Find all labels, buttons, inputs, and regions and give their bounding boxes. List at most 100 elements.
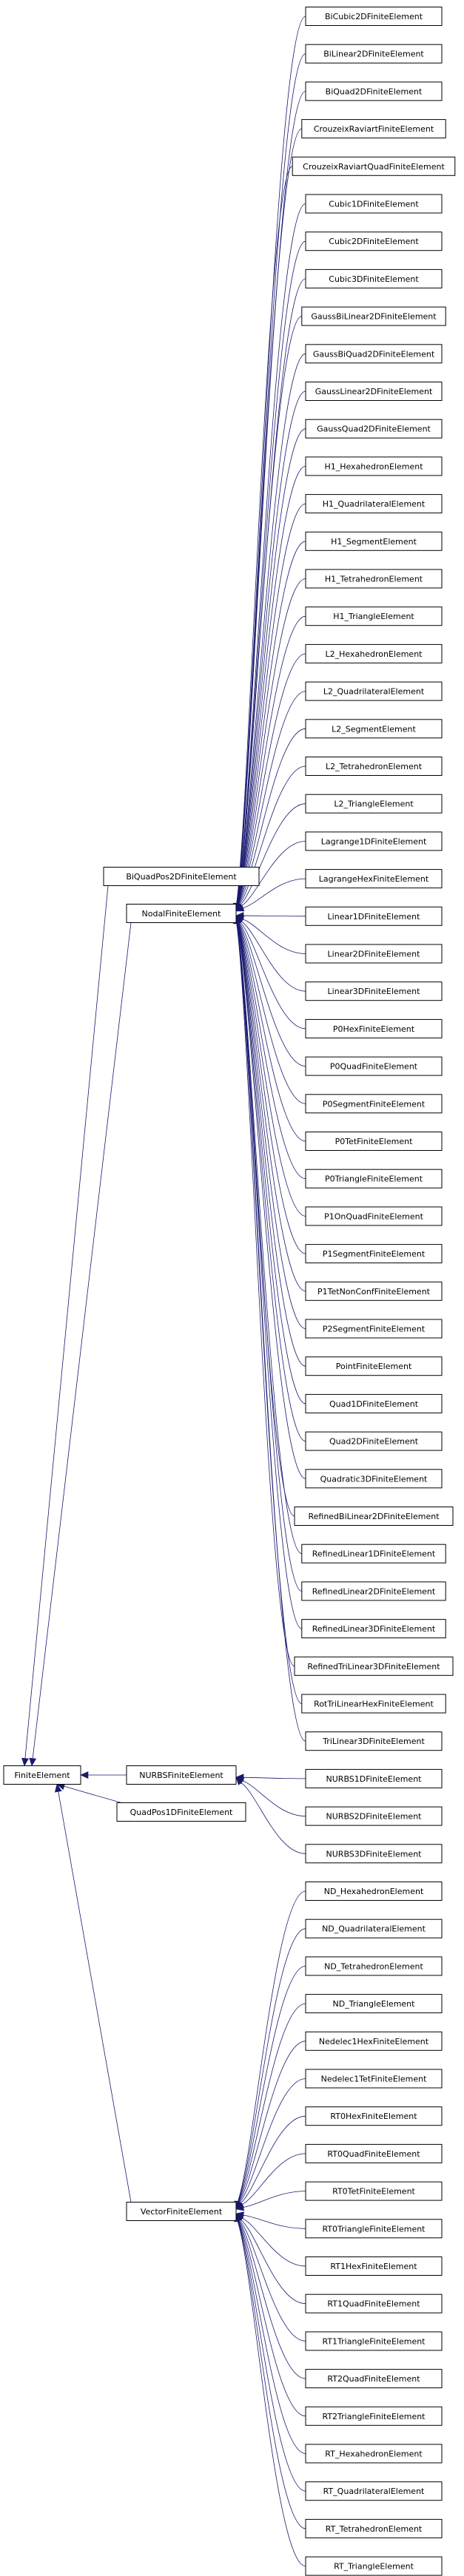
class-node-nd-quadrilateralelement[interactable]: ND_QuadrilateralElement [305,1919,443,1938]
class-node-nurbs1dfiniteelement[interactable]: NURBS1DFiniteElement [305,1768,443,1788]
class-node-label: P0TetFiniteElement [335,1137,413,1146]
class-node-crouzeixraviartfiniteelement[interactable]: CrouzeixRaviartFiniteElement [301,119,446,139]
class-node-cubic3dfiniteelement[interactable]: Cubic3DFiniteElement [305,268,443,288]
class-node-nurbs2dfiniteelement[interactable]: NURBS2DFiniteElement [305,1806,443,1826]
class-node-nd-tetrahedronelement[interactable]: ND_TetrahedronElement [305,1956,443,1976]
class-node-p1tetnonconffiniteelement[interactable]: P1TetNonConfFiniteElement [305,1281,443,1301]
class-node-p0quadfiniteelement[interactable]: P0QuadFiniteElement [305,1056,443,1076]
class-node-box [305,1882,443,1901]
class-node-p0segmentfiniteelement[interactable]: P0SegmentFiniteElement [305,1094,443,1114]
class-node-rt0tetfiniteelement[interactable]: RT0TetFiniteElement [305,2181,443,2201]
class-node-rt-triangleelement[interactable]: RT_TriangleElement [305,2556,443,2576]
class-node-cubic1dfiniteelement[interactable]: Cubic1DFiniteElement [305,194,443,214]
class-node-h1-tetrahedronelement[interactable]: H1_TetrahedronElement [305,569,443,589]
inheritance-edge [236,922,302,1704]
class-node-nd-hexahedronelement[interactable]: ND_HexahedronElement [305,1882,443,1901]
inheritance-edge [242,919,306,954]
class-node-label: P0QuadFiniteElement [330,1062,418,1072]
class-node-l2-hexahedronelement[interactable]: L2_HexahedronElement [305,643,443,663]
class-node-h1-triangleelement[interactable]: H1_TriangleElement [305,606,443,626]
class-node-gaussquad2dfiniteelement[interactable]: GaussQuad2DFiniteElement [305,419,443,439]
class-node-linear3dfiniteelement[interactable]: Linear3DFiniteElement [305,981,443,1001]
inheritance-edge [58,1791,132,2203]
class-node-rt0hexfiniteelement[interactable]: RT0HexFiniteElement [305,2106,443,2126]
class-node-linear2dfiniteelement[interactable]: Linear2DFiniteElement [305,944,443,964]
class-node-refinedbilinear2dfiniteelement[interactable]: RefinedBiLinear2DFiniteElement [294,1507,454,1526]
class-node-bicubic2dfiniteelement[interactable]: BiCubic2DFiniteElement [305,7,443,26]
class-node-linear1dfiniteelement[interactable]: Linear1DFiniteElement [305,906,443,926]
class-node-nurbsfiniteelement[interactable]: NURBSFiniteElement [126,1765,237,1785]
class-node-box [305,382,443,401]
class-node-box [305,1281,443,1301]
class-node-finiteelement[interactable]: FiniteElement [3,1765,81,1785]
class-node-biquad2dfiniteelement[interactable]: BiQuad2DFiniteElement [305,81,443,101]
class-node-rt-quadrilateralelement[interactable]: RT_QuadrilateralElement [305,2481,443,2501]
class-node-rt1hexfiniteelement[interactable]: RT1HexFiniteElement [305,2256,443,2276]
class-node-quad2dfiniteelement[interactable]: Quad2DFiniteElement [305,1431,443,1451]
class-node-refinedlinear3dfiniteelement[interactable]: RefinedLinear3DFiniteElement [301,1619,446,1639]
class-node-label: H1_SegmentElement [331,537,417,547]
class-node-h1-quadrilateralelement[interactable]: H1_QuadrilateralElement [305,494,443,514]
class-node-rt0trianglefiniteelement[interactable]: RT0TriangleFiniteElement [305,2219,443,2239]
class-node-bilinear2dfiniteelement[interactable]: BiLinear2DFiniteElement [305,44,443,64]
class-node-crouzeixraviartquadfiniteelement[interactable]: CrouzeixRaviartQuadFiniteElement [292,156,456,176]
class-node-refinedlinear2dfiniteelement[interactable]: RefinedLinear2DFiniteElement [301,1581,446,1601]
class-node-label: H1_QuadrilateralElement [323,499,426,509]
class-node-refinedtrilinear3dfiniteelement[interactable]: RefinedTriLinear3DFiniteElement [294,1656,454,1676]
class-node-rt-tetrahedronelement[interactable]: RT_TetrahedronElement [305,2518,443,2538]
class-node-p1onquadfiniteelement[interactable]: P1OnQuadFiniteElement [305,1206,443,1226]
class-node-rt2quadfiniteelement[interactable]: RT2QuadFiniteElement [305,2369,443,2389]
class-node-label: Cubic3DFiniteElement [329,274,419,284]
class-node-p0tetfiniteelement[interactable]: P0TetFiniteElement [305,1132,443,1151]
class-node-nurbs3dfiniteelement[interactable]: NURBS3DFiniteElement [305,1844,443,1864]
class-node-gausslinear2dfiniteelement[interactable]: GaussLinear2DFiniteElement [305,382,443,401]
class-node-quad1dfiniteelement[interactable]: Quad1DFiniteElement [305,1393,443,1413]
class-node-p1segmentfiniteelement[interactable]: P1SegmentFiniteElement [305,1244,443,1264]
class-node-label: NURBS3DFiniteElement [326,1849,423,1859]
class-node-box [305,268,443,288]
inheritance-edge [236,91,306,905]
class-node-nedelec1tetfiniteelement[interactable]: Nedelec1TetFiniteElement [305,2069,443,2089]
class-node-lagrangehexfiniteelement[interactable]: LagrangeHexFiniteElement [305,869,443,889]
class-node-nedelec1hexfiniteelement[interactable]: Nedelec1HexFiniteElement [305,2031,443,2051]
class-node-refinedlinear1dfiniteelement[interactable]: RefinedLinear1DFiniteElement [301,1544,446,1563]
class-node-label: H1_TriangleElement [333,612,414,621]
inheritance-edge [237,503,306,905]
class-node-l2-tetrahedronelement[interactable]: L2_TetrahedronElement [305,757,443,776]
class-node-p0trianglefiniteelement[interactable]: P0TriangleFiniteElement [305,1169,443,1189]
class-node-rt2trianglefiniteelement[interactable]: RT2TriangleFiniteElement [305,2406,443,2426]
class-node-trilinear3dfiniteelement[interactable]: TriLinear3DFiniteElement [305,1731,443,1751]
class-node-rt-hexahedronelement[interactable]: RT_HexahedronElement [305,2444,443,2464]
class-node-label: Linear2DFiniteElement [328,950,421,959]
class-node-gaussbiquad2dfiniteelement[interactable]: GaussBiQuad2DFiniteElement [305,344,443,364]
class-node-box [305,231,443,251]
class-node-nodalfiniteelement[interactable]: NodalFiniteElement [126,904,237,923]
class-node-label: Linear3DFiniteElement [328,987,421,996]
class-node-rt1trianglefiniteelement[interactable]: RT1TriangleFiniteElement [305,2331,443,2351]
class-node-gaussbilinear2dfiniteelement[interactable]: GaussBiLinear2DFiniteElement [301,306,446,326]
class-node-rt1quadfiniteelement[interactable]: RT1QuadFiniteElement [305,2293,443,2313]
class-node-biquadpos2dfiniteelement[interactable]: BiQuadPos2DFiniteElement [103,867,260,886]
class-node-cubic2dfiniteelement[interactable]: Cubic2DFiniteElement [305,231,443,251]
class-node-l2-quadrilateralelement[interactable]: L2_QuadrilateralElement [305,681,443,701]
class-node-rottrilinearhexfiniteelement[interactable]: RotTriLinearHexFiniteElement [301,1694,446,1714]
class-node-pointfiniteelement[interactable]: PointFiniteElement [305,1356,443,1376]
class-node-label: BiQuadPos2DFiniteElement [126,872,237,882]
inheritance-edge [237,466,306,905]
class-node-label: Lagrange1DFiniteElement [321,836,427,846]
inheritance-edge [238,1966,306,2203]
inheritance-arrowhead [29,1757,37,1767]
class-node-quadpos1dfiniteelement[interactable]: QuadPos1DFiniteElement [116,1802,246,1822]
class-node-h1-hexahedronelement[interactable]: H1_HexahedronElement [305,456,443,476]
class-node-l2-segmentelement[interactable]: L2_SegmentElement [305,719,443,739]
class-node-p2segmentfiniteelement[interactable]: P2SegmentFiniteElement [305,1319,443,1339]
class-node-l2-triangleelement[interactable]: L2_TriangleElement [305,794,443,814]
class-node-rt0quadfiniteelement[interactable]: RT0QuadFiniteElement [305,2143,443,2163]
class-node-lagrange1dfiniteelement[interactable]: Lagrange1DFiniteElement [305,831,443,851]
class-node-box [305,419,443,439]
class-node-vectorfiniteelement[interactable]: VectorFiniteElement [126,2202,237,2221]
class-node-nd-triangleelement[interactable]: ND_TriangleElement [305,1994,443,2014]
class-node-quadratic3dfiniteelement[interactable]: Quadratic3DFiniteElement [305,1469,443,1489]
class-node-h1-segmentelement[interactable]: H1_SegmentElement [305,531,443,551]
class-node-p0hexfiniteelement[interactable]: P0HexFiniteElement [305,1018,443,1038]
